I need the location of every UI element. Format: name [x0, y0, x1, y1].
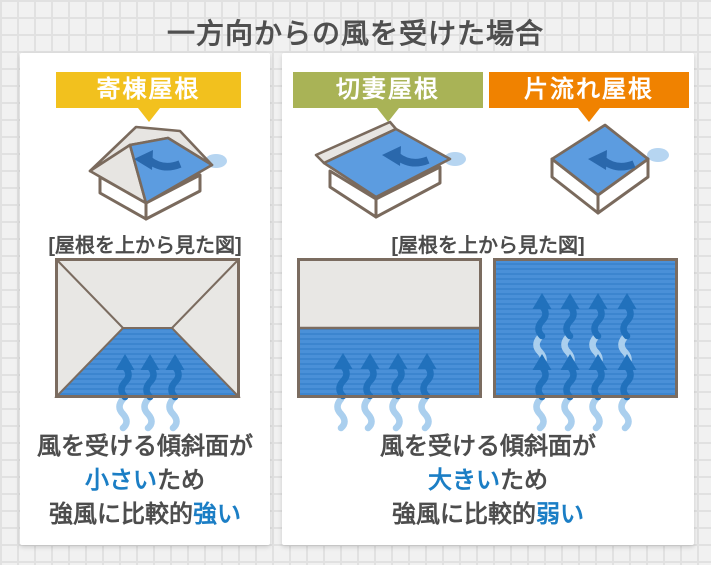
label-pointer-icon: [377, 108, 399, 122]
top-view-caption: [屋根を上から見た図]: [391, 235, 585, 257]
result-line1: 風を受ける傾斜面が: [37, 433, 253, 460]
result-line2-highlight: 大きい: [428, 467, 500, 494]
label-pointer-icon: [578, 108, 600, 122]
result-line3-head: 強風に比較的: [392, 501, 536, 528]
result-line2-rest: ため: [500, 467, 548, 494]
hip-roof-result-text: 風を受ける傾斜面が 小さいため 強風に比較的強い: [20, 430, 270, 532]
top-view-caption: [屋根を上から見た図]: [48, 235, 242, 257]
result-line1: 風を受ける傾斜面が: [380, 433, 596, 460]
page-title: 一方向からの風を受けた場合: [166, 18, 544, 49]
hip-roof-label: 寄棟屋根: [56, 72, 241, 122]
result-line2-highlight: 小さい: [85, 467, 157, 494]
result-line3-head: 強風に比較的: [49, 501, 193, 528]
gable-roof-label-text: 切妻屋根: [336, 76, 440, 103]
shed-roof-house-illustration: [550, 123, 669, 215]
hip-roof-house-illustration: [88, 125, 227, 221]
hip-roof-panel: 寄棟屋根 [屋根を上から見た図] 風を受ける傾斜面が 小さいた: [20, 53, 270, 545]
result-line2-rest: ため: [157, 467, 205, 494]
shed-roof-label-text: 片流れ屋根: [524, 76, 654, 103]
gable-shed-result-text: 風を受ける傾斜面が 大きいため 強風に比較的弱い: [282, 430, 694, 532]
result-line3-highlight: 強い: [193, 501, 241, 528]
gable-shed-roof-panel: 切妻屋根 片流れ屋根 [屋根を上から見た図]: [282, 53, 694, 545]
shed-roof-label: 片流れ屋根: [489, 72, 689, 122]
gable-roof-top-view-diagram: [297, 258, 482, 398]
hip-roof-label-text: 寄棟屋根: [96, 76, 201, 103]
result-line3-highlight: 弱い: [536, 501, 584, 528]
wind-trail-icon: [444, 152, 466, 166]
gable-roof-house-illustration: [314, 120, 466, 219]
label-pointer-icon: [137, 108, 160, 122]
gable-roof-label: 切妻屋根: [293, 72, 483, 122]
hip-roof-top-view-diagram: [54, 258, 241, 398]
shed-roof-top-view-diagram: [493, 258, 678, 398]
wind-trail-icon: [647, 148, 669, 162]
